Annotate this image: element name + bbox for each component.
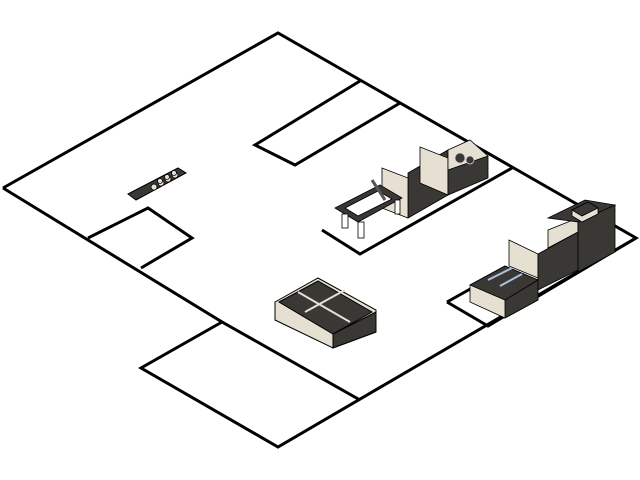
robot-cell — [334, 139, 489, 239]
left-room — [87, 206, 195, 270]
storage-bin — [274, 277, 377, 349]
right-zone-left — [446, 286, 473, 304]
bottom-room-divider — [221, 320, 361, 402]
outer-wall — [2, 31, 639, 449]
conveyor-unit — [127, 167, 187, 201]
processing-line — [469, 199, 617, 319]
floor-outline — [2, 31, 639, 449]
top-room — [251, 79, 401, 167]
machine-zone — [321, 166, 513, 256]
